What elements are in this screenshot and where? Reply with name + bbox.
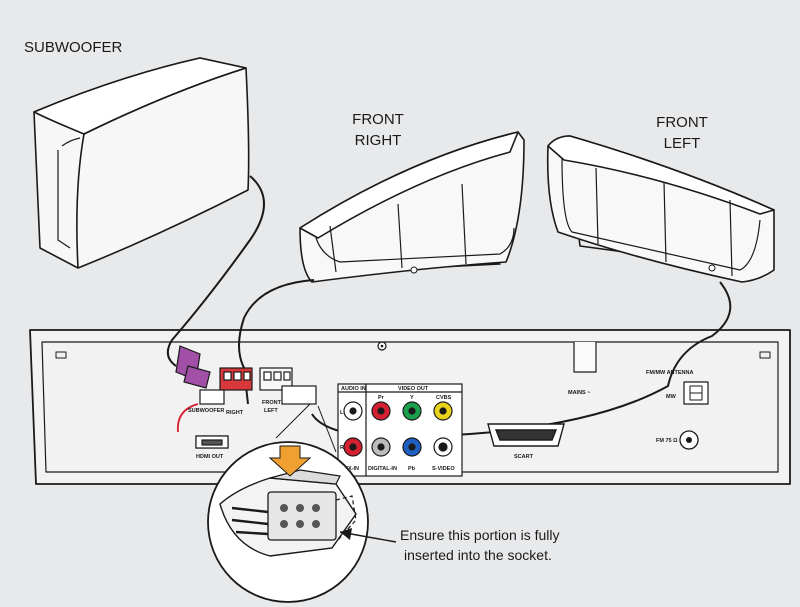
callout-note-line1: Ensure this portion is fully xyxy=(400,527,560,543)
panel-l-label: L xyxy=(340,410,344,416)
panel-scart-label: SCART xyxy=(514,454,534,460)
panel-r-label: R xyxy=(340,445,344,451)
panel-aux-in-label: AUX-IN xyxy=(340,466,359,472)
panel-pr-label: Pr xyxy=(378,395,385,401)
callout-note-line2: inserted into the socket. xyxy=(404,547,552,563)
scart-port xyxy=(487,423,565,447)
speaker-connectors xyxy=(175,345,317,449)
panel-pb-label: Pb xyxy=(408,466,416,472)
hdmi-port xyxy=(195,435,229,449)
panel-y-label: Y xyxy=(410,395,414,401)
front-right-label-line1: FRONT xyxy=(352,111,404,128)
front-left-label-line2: LEFT xyxy=(664,135,701,152)
panel-fm-mw-antenna-label: FM/MW ANTENNA xyxy=(646,370,693,376)
speaker-cables xyxy=(166,175,732,438)
front-right-speaker xyxy=(299,131,525,283)
panel-s-video-label: S-VIDEO xyxy=(432,466,455,472)
subwoofer-speaker xyxy=(33,57,250,269)
panel-cvbs-label: CVBS xyxy=(436,395,452,401)
panel-audio-in-label: AUDIO IN xyxy=(341,386,366,392)
panel-left-label: LEFT xyxy=(264,408,278,414)
panel-front-label: FRONT xyxy=(262,400,282,406)
magnified-connector-callout xyxy=(207,403,397,603)
panel-video-out-label: VIDEO OUT xyxy=(398,386,429,392)
front-left-label-line1: FRONT xyxy=(656,114,708,131)
panel-mw-label: MW xyxy=(666,394,677,400)
panel-mains-label: MAINS ~ xyxy=(568,390,590,396)
subwoofer-label: SUBWOOFER xyxy=(24,39,123,56)
front-right-label-line2: RIGHT xyxy=(355,132,402,149)
panel-hdmi-out-label: HDMI OUT xyxy=(196,454,224,460)
panel-fm-label: FM 75 Ω xyxy=(656,438,678,444)
panel-digital-in-label: DIGITAL-IN xyxy=(368,466,397,472)
front-left-speaker xyxy=(546,135,775,283)
panel-right-label: RIGHT xyxy=(226,410,244,416)
av-connector-panel xyxy=(337,383,463,477)
panel-subwoofer-label: SUBWOOFER xyxy=(188,408,224,414)
